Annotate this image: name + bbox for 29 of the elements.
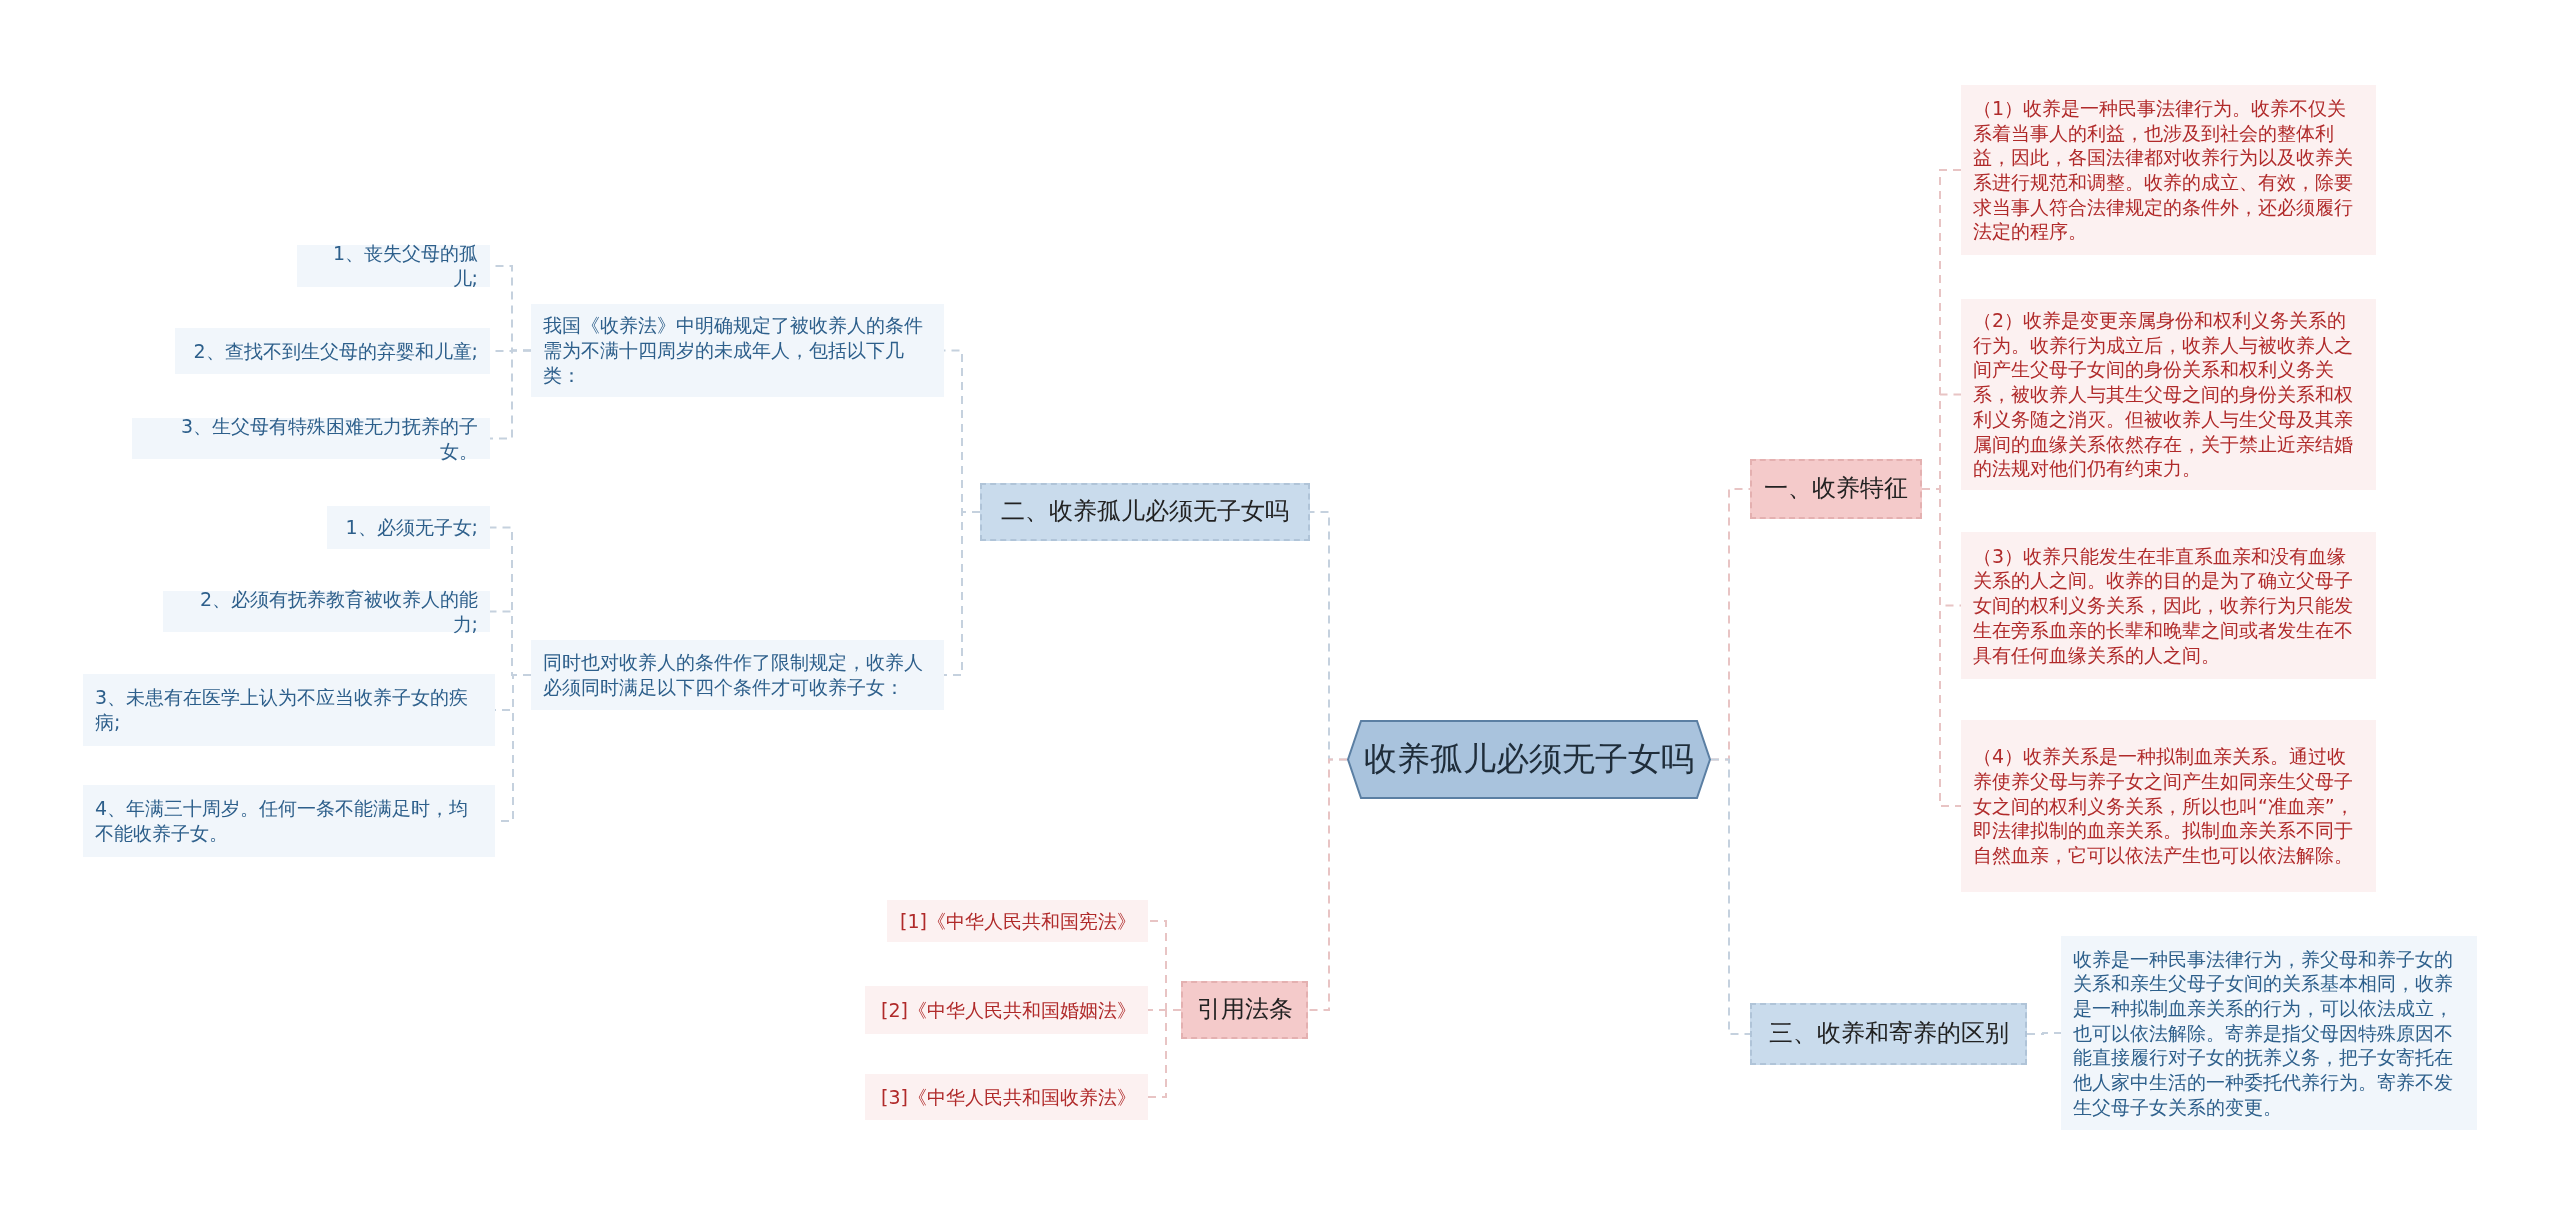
note-box: 同时也对收养人的条件作了限制规定，收养人必须同时满足以下四个条件才可收养子女： (531, 640, 944, 710)
note-box: [2]《中华人民共和国婚姻法》 (865, 986, 1148, 1034)
connector-line (943, 511, 981, 676)
topic-box: 二、收养孤儿必须无子女吗 (980, 483, 1310, 541)
topic-box: 三、收养和寄养的区别 (1750, 1003, 2027, 1065)
central-topic: 收养孤儿必须无子女吗 (1347, 720, 1711, 799)
note-box: 2、查找不到生父母的弃婴和儿童; (175, 328, 490, 374)
note-box: 1、必须无子女; (327, 506, 490, 549)
connector-line (1921, 488, 1962, 807)
connector-line (489, 349, 532, 440)
note-box: 1、丧失父母的孤儿; (297, 245, 490, 287)
note-box: 2、必须有抚养教育被收养人的能力; (163, 591, 490, 632)
note-box: （1）收养是一种民事法律行为。收养不仅关系着当事人的利益，也涉及到社会的整体利益，因此，各国法律都对收养行为以及收养关系进行规范和调整。收养的成立、有效，除要求当事人符合法律规定的条件外，还必须履行法定的程序。 (1961, 85, 2376, 255)
note-box: 4、年满三十周岁。任何一条不能满足时，均不能收养子女。 (83, 785, 495, 857)
note-box: （4）收养关系是一种拟制血亲关系。通过收养使养父母与养子女之间产生如同亲生父母子女之间的权利义务关系，所以也叫“准血亲”，即法律拟制的血亲关系。拟制血亲关系不同于自然血亲，它可以依法产生也可以依法解除。 (1961, 720, 2376, 892)
connector-line (2026, 1032, 2062, 1035)
note-box: [1]《中华人民共和国宪法》 (887, 900, 1148, 942)
connector-line (1307, 758, 1348, 1011)
topic-box: 引用法条 (1181, 981, 1308, 1039)
note-box: 3、未患有在医学上认为不应当收养子女的疾病; (83, 674, 495, 746)
connector-line (1710, 758, 1751, 1035)
note-box: [3]《中华人民共和国收养法》 (865, 1074, 1148, 1120)
connector-line (1147, 1009, 1182, 1098)
note-box: 3、生父母有特殊困难无力抚养的子女。 (132, 418, 490, 459)
note-box: （2）收养是变更亲属身份和权利义务关系的行为。收养行为成立后，收养人与被收养人之间产生父母子女间的身份关系和权利义务关系，被收养人与其生父母之间的身份关系和权利义务随之消灭。但被收养人与生父母及其亲属间的血缘关系依然存在，关于禁止近亲结婚的法规对他们仍有约束力。 (1961, 299, 2376, 490)
note-box: （3）收养只能发生在非直系血亲和没有血缘关系的人之间。收养的目的是为了确立父母子女间的权利义务关系，因此，收养行为只能发生在旁系血亲的长辈和晚辈之间或者发生在不具有任何血缘关系的人之间。 (1961, 532, 2376, 679)
note-box: 我国《收养法》中明确规定了被收养人的条件需为不满十四周岁的未成年人，包括以下几类： (531, 304, 944, 397)
note-box: 收养是一种民事法律行为，养父母和养子女的关系和亲生父母子女间的关系基本相同，收养是一种拟制血亲关系的行为，可以依法成立，也可以依法解除。寄养是指父母因特殊原因不能直接履行对子女的抚养义务，把子女寄托在他人家中生活的一种委托代养行为。寄养不发生父母子女关系的变更。 (2061, 936, 2477, 1130)
topic-box: 一、收养特征 (1750, 459, 1922, 519)
